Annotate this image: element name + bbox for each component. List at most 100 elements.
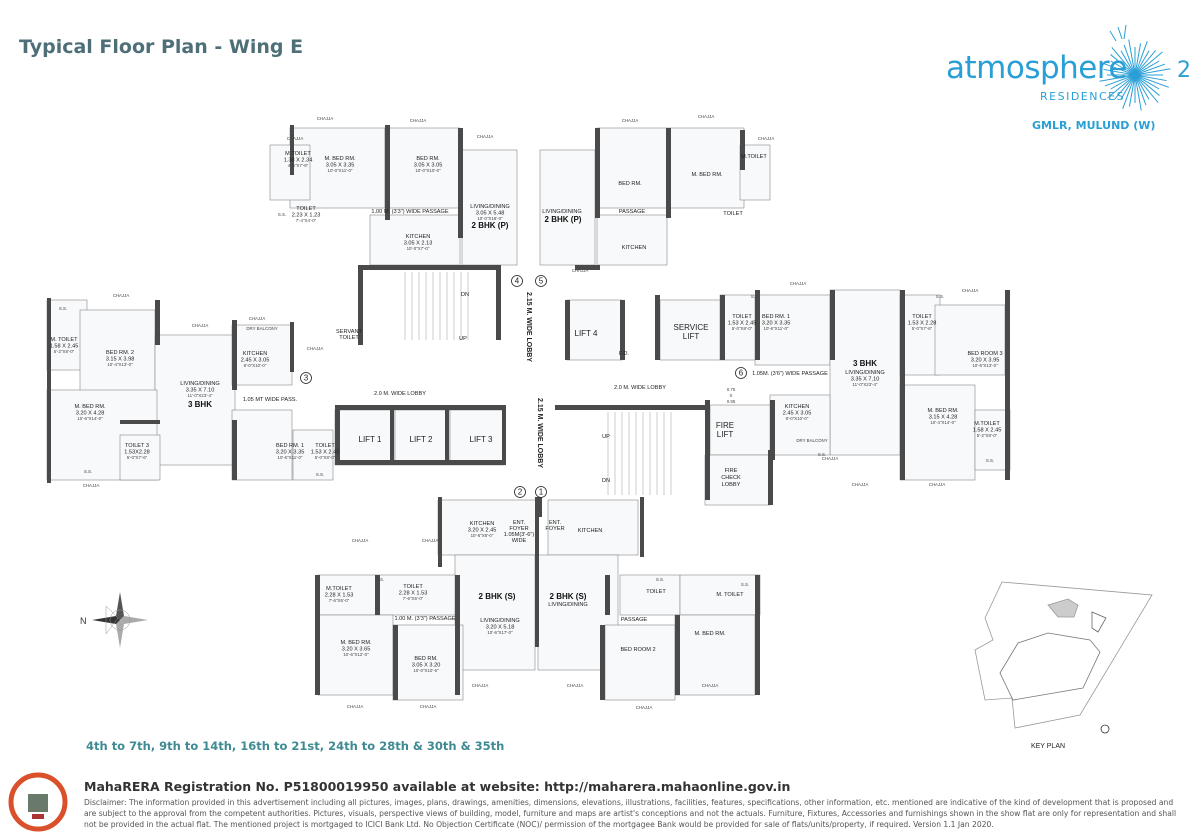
wall <box>595 128 600 218</box>
unit-bottom-right-foyer-label: FOYER <box>545 526 564 532</box>
unit-right-bed3-label-size: 3.20 X 3.95 <box>971 358 1000 364</box>
wall <box>335 460 505 465</box>
unit-left-m-toilet-label-imperial: 5'-2"X8'-0" <box>54 349 75 354</box>
wall <box>555 405 705 410</box>
unit-bottom-left-living-label-imperial: 10'-6"X17'-0" <box>487 630 513 635</box>
chajja-label: CHAJJA <box>83 483 100 488</box>
unit-top-left-m-toilet-label: M.TOILET <box>285 151 311 157</box>
core-service-lift-label: SERVICE <box>674 323 709 332</box>
chajja-label: CHAJJA <box>317 116 334 121</box>
room-outline <box>899 384 976 481</box>
unit-left-m-bed-label-imperial: 10'-6"X14'-0" <box>77 416 103 421</box>
unit-bottom-left-bed-label: BED RM. <box>414 656 438 662</box>
room-outline <box>829 289 901 456</box>
vertical-lobby-label: 2.15 M. WIDE LOBBY <box>536 398 543 468</box>
key-plan <box>974 581 1153 734</box>
wall <box>666 128 671 218</box>
wall <box>900 290 905 390</box>
unit-top-left-kitchen-label: KITCHEN <box>406 234 431 240</box>
core-lift2-label: LIFT 2 <box>410 435 434 444</box>
unit-right-shaft-label: 0.95 <box>727 399 736 404</box>
wall <box>315 575 320 695</box>
vertical-lobby-label: 2.15 M. WIDE LOBBY <box>525 292 532 362</box>
room-outline <box>334 409 396 466</box>
unit-left-toilet3-label-size: 1.53X2.28 <box>124 450 150 456</box>
unit-right-m-bed-label: M. BED RM. <box>927 408 959 414</box>
chajja-label: CHAJJA <box>790 281 807 286</box>
logo-wordmark: atmosphere <box>946 50 1128 86</box>
common-dry-balcony-label: DRY BALCONY <box>246 326 277 331</box>
wall <box>768 450 773 505</box>
project-location: GMLR, MULUND (W) <box>1032 119 1156 132</box>
unit-bottom-left-foyer-label: WIDE <box>512 538 527 544</box>
entrance-number: 2 <box>518 488 523 497</box>
chajja-label: CHAJJA <box>962 288 979 293</box>
unit-right-kitchen-label: KITCHEN <box>785 404 810 410</box>
unit-top-left-toilet-label-imperial: 7'-4"X4'-0" <box>296 218 317 223</box>
unit-right-toilet2-label-imperial: 5'-0"X7'-6" <box>912 326 933 331</box>
room-outline <box>596 214 668 266</box>
unit-top-left-kitchen-label-size: 3.05 X 2.13 <box>404 241 433 247</box>
chajja-label: CHAJJA <box>758 136 775 141</box>
room-outline <box>454 554 536 671</box>
unit-bottom-left-m-toilet-label: M.TOILET <box>326 586 352 592</box>
wall <box>770 400 775 460</box>
wall <box>705 400 710 500</box>
unit-left-bed1-label-size: 3.20 X 3.35 <box>276 450 305 456</box>
maharera-seal-icon <box>8 772 68 832</box>
unit-top-left-kitchen-label-imperial: 10'-0"X7'-0" <box>407 246 430 251</box>
wall <box>232 420 237 480</box>
unit-top-right-living-label: LIVING/DINING <box>542 209 581 215</box>
disclaimer: Disclaimer: The information provided in … <box>84 798 1177 829</box>
wall <box>340 405 505 410</box>
chajja-label: CHAJJA <box>307 346 324 351</box>
unit-bottom-left-kitchen-label-size: 3.20 X 2.45 <box>468 528 497 534</box>
unit-top-left-toilet-label: TOILET <box>296 206 316 212</box>
unit-bottom-left-kitchen-label: KITCHEN <box>470 521 495 527</box>
room-outline <box>934 304 1006 376</box>
unit-bottom-left-m-bed-label: M. BED RM. <box>340 640 372 646</box>
unit-bottom-left-bed-label-size: 3.05 X 3.20 <box>412 663 441 669</box>
unit-left-bed2-label-size: 3.15 X 3.98 <box>106 357 135 363</box>
shower-space-label: S.S. <box>751 294 759 299</box>
wall <box>535 497 539 647</box>
unit-left-toilet3-label-imperial: 5'-0"X7'-6" <box>127 455 148 460</box>
room-outline <box>709 404 771 456</box>
room-outline <box>231 324 293 386</box>
unit-left-living-label-imperial: 11'-0"X23'-4" <box>188 393 213 398</box>
core-fire-lift-label: LIFT <box>717 430 734 439</box>
unit-bottom-right-type-label: 2 BHK (S) <box>550 592 587 601</box>
wall <box>385 125 390 220</box>
unit-top-left-m-toilet-label-imperial: 4'-6"X7'-8" <box>288 163 309 168</box>
unit-top-right-bed-label: BED RM. <box>618 181 642 187</box>
unit-bottom-left-type-label: 2 BHK (S) <box>479 592 516 601</box>
chajja-label: CHAJJA <box>622 118 639 123</box>
wall <box>496 265 501 340</box>
unit-right-type-label: 3 BHK <box>853 359 877 368</box>
compass-icon: N <box>80 592 148 648</box>
unit-bottom-left-m-toilet-label-imperial: 7'-6"X5'-0" <box>329 598 350 603</box>
chajja-label: CHAJJA <box>929 482 946 487</box>
shower-space-label: S.S. <box>741 582 749 587</box>
unit-bottom-right-living-label: LIVING/DINING <box>548 602 587 608</box>
unit-bottom-left-foyer-label: 1.05M(3'-6") <box>504 532 535 538</box>
shower-space-label: S.S. <box>818 452 826 457</box>
logo-number: 2 <box>1177 58 1191 83</box>
room-outline <box>659 299 721 361</box>
core-lobby-left-label: 2.0 M. WIDE LOBBY <box>374 391 426 397</box>
unit-right-bed1-label-size: 3.20 X 3.35 <box>762 321 791 327</box>
wall <box>1005 290 1010 480</box>
unit-right-m-bed-label-size: 3.15 X 4.28 <box>929 415 958 421</box>
room-outline <box>384 127 461 209</box>
unit-right-living-label: LIVING/DINING <box>845 370 884 376</box>
common-up-label: UP <box>602 434 610 440</box>
unit-bottom-right-bed2-label: BED ROOM 2 <box>620 647 655 653</box>
unit-right-toilet2-label-size: 1.53 X 2.28 <box>908 321 937 327</box>
unit-bottom-left-kitchen-label-imperial: 10'-6"X8'-0" <box>471 533 494 538</box>
unit-bottom-right-passage-label: PASSAGE <box>621 617 648 623</box>
chajja-label: CHAJJA <box>410 118 427 123</box>
entrance-number: 5 <box>539 277 544 286</box>
wall <box>375 575 380 615</box>
unit-bottom-right-toilet-label: TOILET <box>646 589 666 595</box>
